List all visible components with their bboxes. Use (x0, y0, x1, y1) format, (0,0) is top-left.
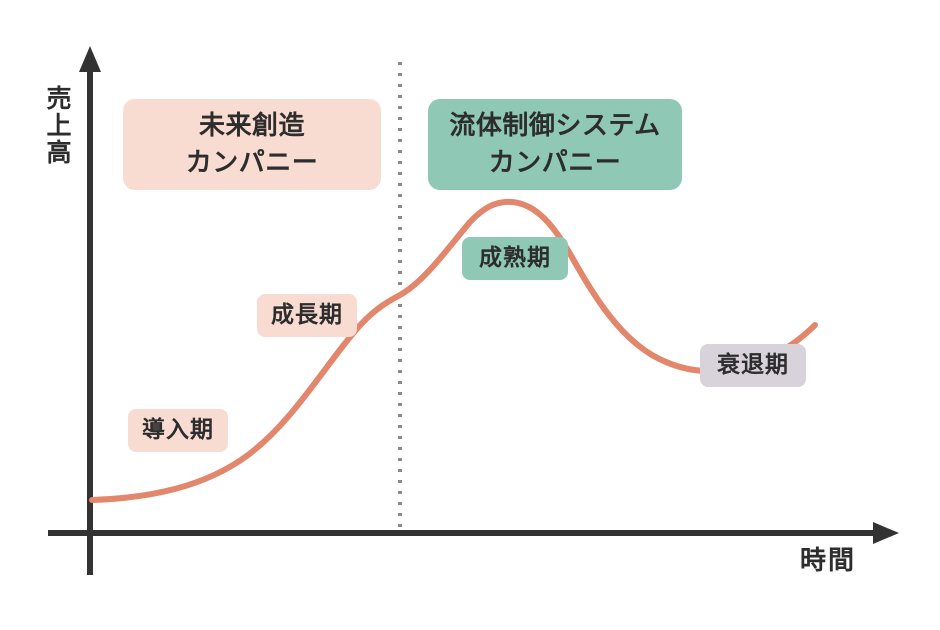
x-axis-arrowhead (873, 522, 899, 544)
stage-label-decline: 衰退期 (700, 344, 806, 387)
stage-label-introduction: 導入期 (128, 409, 228, 452)
company-name-line1: 流体制御システム (449, 110, 661, 141)
company-name-line1: 未来創造 (198, 110, 305, 141)
stage-label-text: 衰退期 (717, 352, 789, 378)
stage-label-text: 成熟期 (479, 245, 551, 271)
stage-label-text: 導入期 (142, 417, 214, 443)
company-name-line2: カンパニー (185, 147, 319, 178)
stage-label-text: 成長期 (271, 302, 343, 328)
company-box-future-creation: 未来創造 カンパニー (123, 99, 381, 190)
company-name-line2: カンパニー (488, 147, 622, 178)
y-axis-arrowhead (79, 46, 101, 72)
company-box-fluid-control-system: 流体制御システム カンパニー (428, 99, 682, 190)
stage-label-growth: 成長期 (257, 294, 357, 337)
y-axis-label: 売上高 (43, 85, 72, 166)
x-axis-label: 時間 (800, 546, 857, 576)
stage-label-maturity: 成熟期 (462, 237, 568, 280)
product-lifecycle-curve (89, 198, 818, 503)
